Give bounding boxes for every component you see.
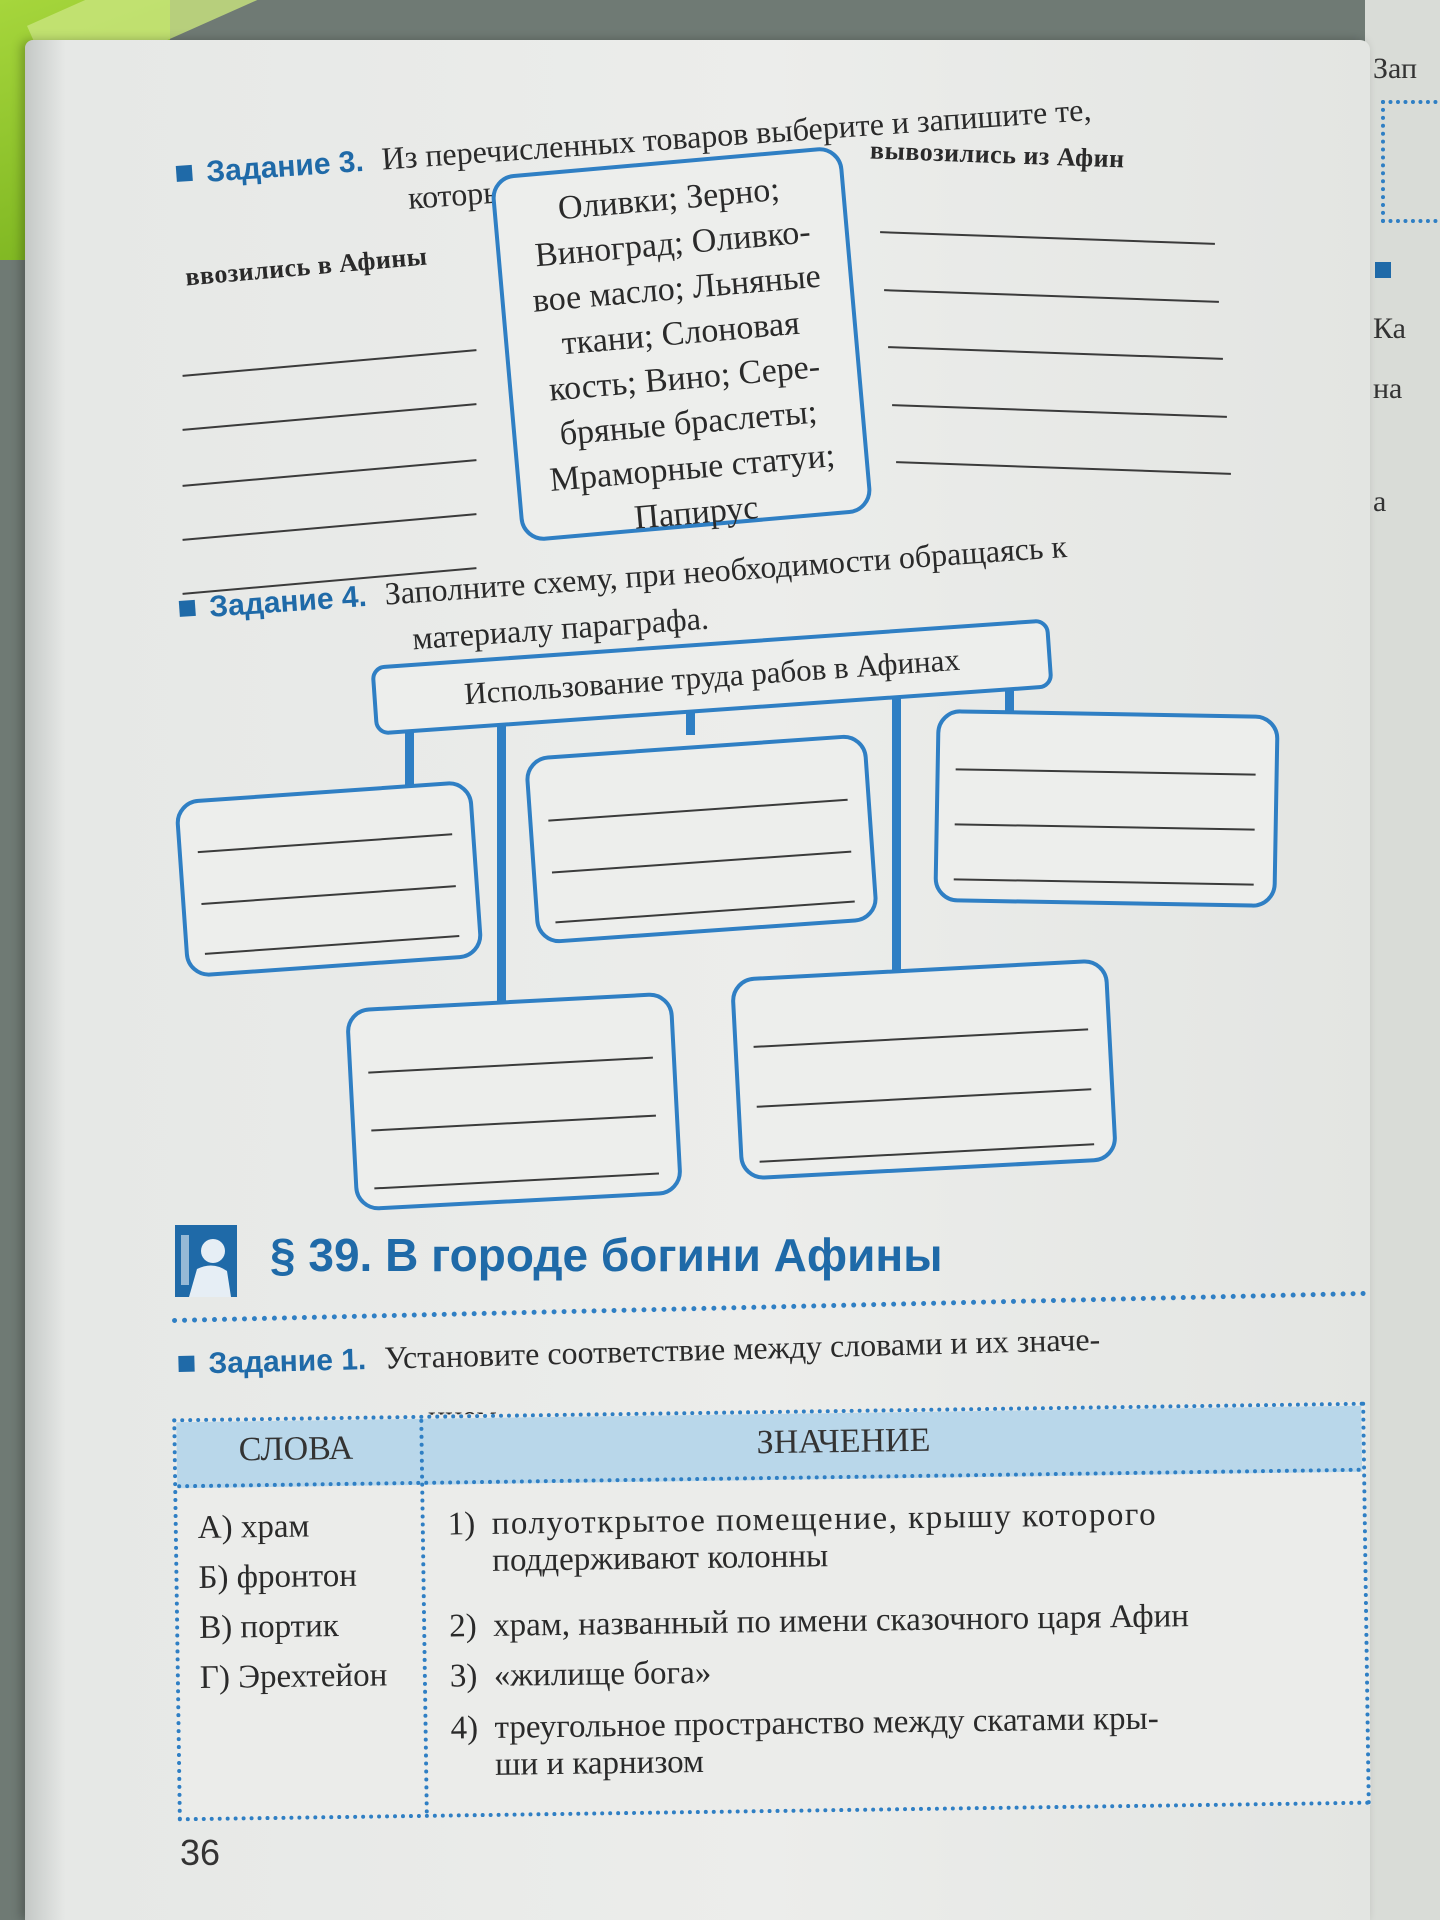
- adjacent-page: Зап Ка на а: [1365, 0, 1440, 1920]
- answer-line-imported-1[interactable]: [182, 349, 477, 377]
- answer-line-imported-2[interactable]: [182, 403, 477, 431]
- answer-line-imported-4[interactable]: [182, 513, 477, 541]
- bullet-square-icon: [178, 1355, 195, 1372]
- task1-label: Задание 1.: [208, 1343, 367, 1381]
- answer-line-exported-3[interactable]: [888, 346, 1223, 360]
- scheme-connector: [405, 712, 414, 807]
- scheme-answer-box-5[interactable]: [729, 958, 1119, 1181]
- answer-line-exported-1[interactable]: [880, 231, 1215, 245]
- word-item: Б) фронтон: [198, 1557, 358, 1596]
- scheme-answer-line[interactable]: [548, 798, 848, 822]
- answer-line-imported-3[interactable]: [182, 459, 477, 487]
- meaning-item-3: 3) «жилище бога»: [450, 1646, 1340, 1695]
- words-column-header: СЛОВА: [238, 1429, 354, 1469]
- imported-label: ввозились в Афины: [184, 241, 429, 292]
- scheme-answer-box-2[interactable]: [523, 733, 880, 945]
- task4-label: Задание 4.: [208, 579, 368, 624]
- scheme-answer-line[interactable]: [759, 1143, 1095, 1163]
- dotted-separator: [172, 1290, 1367, 1323]
- scheme-answer-line[interactable]: [954, 823, 1255, 831]
- scheme-connector: [497, 705, 506, 1005]
- answer-line-exported-5[interactable]: [896, 461, 1231, 475]
- scheme-answer-line[interactable]: [374, 1172, 660, 1190]
- scheme-answer-line[interactable]: [368, 1056, 653, 1074]
- adjacent-page-fragment: Зап: [1373, 52, 1418, 85]
- goods-list: Оливки; Зерно; Виноград; Оливко- вое мас…: [494, 150, 870, 551]
- paragraph-illustration-icon: [175, 1225, 237, 1297]
- matching-table: СЛОВА ЗНАЧЕНИЕ А) храм Б) фронтон В) пор…: [172, 1401, 1371, 1822]
- answer-line-exported-4[interactable]: [892, 404, 1227, 418]
- scheme-answer-line[interactable]: [756, 1088, 1092, 1108]
- adjacent-page-square: [1375, 262, 1391, 278]
- scheme-answer-line[interactable]: [953, 878, 1254, 886]
- word-item: Г) Эрехтейон: [199, 1657, 388, 1696]
- meaning-item-1: 1)полуоткрытое помещение, крышу которого…: [448, 1494, 1339, 1580]
- meaning-number: 4): [450, 1710, 479, 1747]
- task1-header: Задание 1. Установите соответствие между…: [178, 1321, 1101, 1382]
- bullet-square-icon: [178, 599, 196, 617]
- adjacent-page-fragment: Ка: [1373, 312, 1406, 345]
- paragraph-title: § 39. В городе богини Афины: [270, 1229, 943, 1281]
- exported-label: вывозились из Афин: [869, 135, 1126, 174]
- task4-text: Заполните схему, при необходимости обращ…: [383, 527, 1068, 612]
- adjacent-page-fragment: на: [1373, 372, 1403, 405]
- word-item: В) портик: [198, 1608, 340, 1646]
- task3-label: Задание 3.: [205, 144, 365, 189]
- word-item: А) храм: [197, 1508, 310, 1547]
- meaning-text: «жилище бога»: [493, 1654, 712, 1694]
- scheme-answer-box-4[interactable]: [344, 991, 684, 1212]
- scheme-answer-box-1[interactable]: [174, 779, 484, 979]
- adjacent-page-fragment: а: [1373, 485, 1387, 518]
- meaning-number: 3): [449, 1658, 478, 1695]
- scheme-answer-box-3[interactable]: [933, 709, 1280, 908]
- scheme-answer-line[interactable]: [201, 885, 456, 905]
- meaning-number: 2): [448, 1608, 477, 1645]
- page-number: 36: [180, 1832, 221, 1873]
- scheme-answer-line[interactable]: [197, 833, 453, 854]
- goods-list-box: Оливки; Зерно; Виноград; Оливко- вое мас…: [489, 145, 874, 543]
- bullet-square-icon: [175, 164, 193, 182]
- scheme-answer-line[interactable]: [955, 768, 1256, 776]
- meaning-item-4: 4)треугольное пространство между скатами…: [450, 1698, 1341, 1784]
- meaning-number: 1): [447, 1506, 476, 1543]
- scheme-answer-line[interactable]: [551, 850, 852, 874]
- scheme-answer-line[interactable]: [371, 1114, 656, 1132]
- scheme-answer-line[interactable]: [555, 900, 855, 924]
- meaning-item-2: 2) храм, названный по имени сказочного ца…: [449, 1596, 1339, 1645]
- meaning-text: храм, названный по имени сказочного царя…: [492, 1598, 1190, 1644]
- scheme-answer-line[interactable]: [753, 1028, 1089, 1048]
- scheme-answer-line[interactable]: [204, 935, 460, 955]
- task1-text: Установите соответствие между словами и …: [383, 1320, 1101, 1376]
- adjacent-page-dotted-box: [1381, 100, 1440, 223]
- answer-line-exported-2[interactable]: [884, 289, 1219, 303]
- meaning-column-header: ЗНАЧЕНИЕ: [756, 1421, 931, 1462]
- scheme-connector: [892, 668, 901, 973]
